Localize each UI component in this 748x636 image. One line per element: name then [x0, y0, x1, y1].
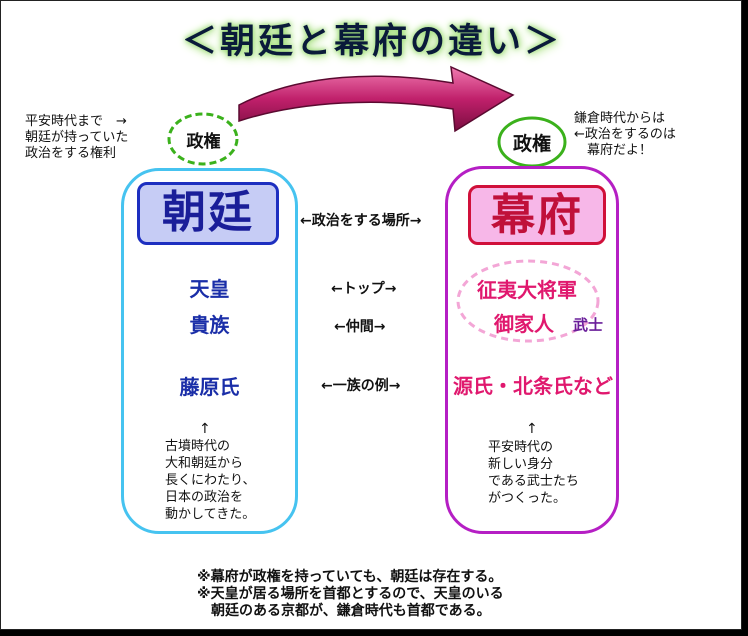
right-up-arrow: ↑: [526, 421, 538, 437]
bakufu-label: 幕府: [468, 185, 606, 245]
right-column-box: [445, 166, 619, 534]
left-up-arrow: ↑: [199, 421, 211, 437]
left-column-box: [121, 168, 298, 534]
page-title: ＜朝廷と幕府の違い＞: [181, 22, 562, 62]
left-description: 古墳時代の 大和朝廷から 長くにわたり、 日本の政治を 動かしてきた。: [165, 439, 256, 522]
middle-clan-example: ←一族の例→: [321, 378, 401, 394]
left-clan: 藤原氏: [179, 375, 240, 399]
left-item-nobles: 貴族: [189, 313, 230, 337]
right-clan: 源氏・北条氏など: [453, 374, 613, 398]
middle-place: ←政治をする場所→: [300, 213, 422, 229]
footer-notes: ※幕府が政権を持っていても、朝廷は存在する。 ※天皇が居る場所を首都とするので、…: [197, 569, 504, 619]
left-item-emperor: 天皇: [189, 277, 230, 301]
right-top-note: 鎌倉時代からは ←政治をするのは 幕府だよ！: [574, 111, 676, 158]
power-right-label: 政権: [512, 133, 551, 155]
middle-top: ←トップ→: [331, 281, 397, 297]
samurai-label: 武士: [573, 316, 604, 334]
transfer-arrow: [238, 65, 515, 133]
power-left-label: 政権: [186, 132, 221, 152]
right-description: 平安時代の 新しい身分 である武士たち がつくった。: [488, 440, 579, 506]
chotei-label: 朝廷: [137, 182, 279, 245]
right-item-gokenin: 御家人: [494, 312, 554, 336]
left-top-note: 平安時代まで → 朝廷が持っていた 政治をする権利: [25, 114, 129, 161]
power-circle-left: [167, 112, 239, 166]
middle-peer: ←仲間→: [334, 319, 386, 335]
right-item-shogun: 征夷大将軍: [477, 278, 577, 302]
samurai-group-circle: [456, 259, 600, 343]
